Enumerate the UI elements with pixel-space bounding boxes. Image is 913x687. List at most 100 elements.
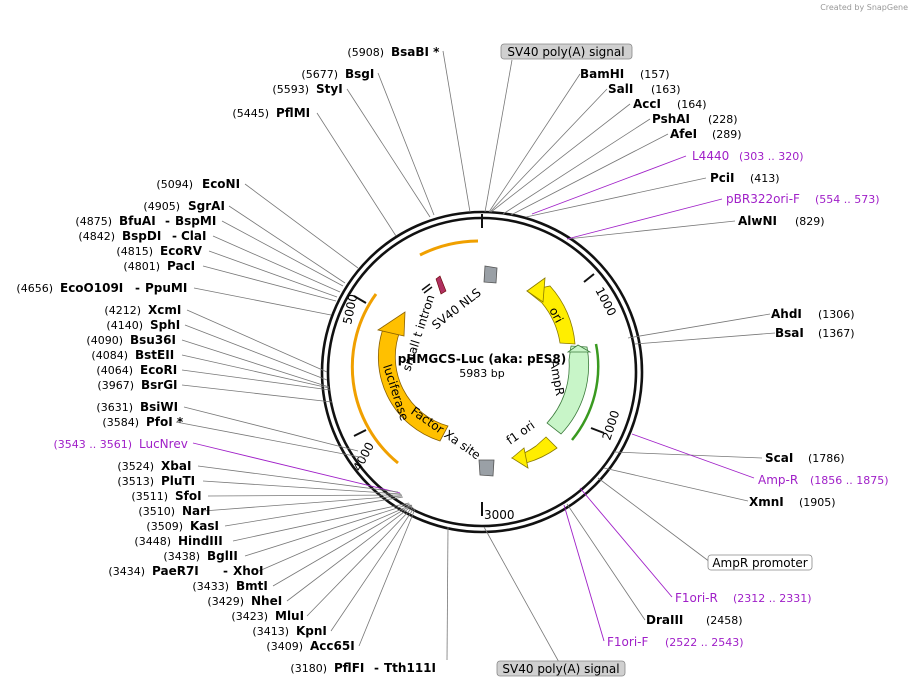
svg-text:(3413): (3413) bbox=[252, 625, 289, 638]
site-sfoi[interactable]: (3511)SfoI bbox=[131, 489, 201, 503]
polyA-bottom-feature[interactable] bbox=[478, 459, 495, 477]
svg-text:EcoRV: EcoRV bbox=[160, 244, 203, 258]
svg-text:(228): (228) bbox=[708, 113, 738, 126]
site-bglii[interactable]: (3438)BglII bbox=[163, 549, 237, 563]
site-xmni[interactable]: XmnI(1905) bbox=[749, 495, 836, 509]
site-paer7i-xhoi[interactable]: (3434)PaeR7I-XhoI bbox=[108, 564, 263, 578]
svg-text:HindIII: HindIII bbox=[178, 534, 223, 548]
polyA-bottom-box[interactable] bbox=[496, 660, 626, 677]
ampr-promoter-box[interactable] bbox=[707, 554, 813, 571]
site-ecoo109i-ppumi[interactable]: (4656)EcoO109I-PpuMI bbox=[16, 281, 187, 295]
site-sali[interactable]: SalI(163) bbox=[608, 82, 681, 96]
site-pshai[interactable]: PshAI(228) bbox=[652, 112, 738, 126]
svg-text:KpnI: KpnI bbox=[296, 624, 327, 638]
ampr-promoter-feature[interactable] bbox=[571, 343, 600, 441]
site-xbai[interactable]: (3524)XbaI bbox=[117, 459, 191, 473]
svg-text:(3584): (3584) bbox=[102, 416, 139, 429]
svg-text:(1786): (1786) bbox=[808, 452, 845, 465]
svg-text:PacI: PacI bbox=[167, 259, 195, 273]
ruler-3000: 3000 bbox=[484, 508, 515, 522]
site-bsu36i[interactable]: (4090)Bsu36I bbox=[86, 333, 176, 347]
svg-text:(5593): (5593) bbox=[272, 83, 309, 96]
intron-marker[interactable] bbox=[421, 283, 433, 294]
svg-text:(4842): (4842) bbox=[78, 230, 115, 243]
primer-l4440[interactable]: L4440(303 .. 320) bbox=[692, 149, 804, 163]
site-draiii[interactable]: DraIII(2458) bbox=[646, 613, 743, 627]
top-outer-arc[interactable] bbox=[419, 239, 479, 257]
site-pcii[interactable]: PciI(413) bbox=[710, 171, 780, 185]
primer-lucnrev[interactable]: (3543 .. 3561)LucNrev bbox=[53, 437, 187, 451]
svg-text:BspDI: BspDI bbox=[122, 229, 161, 243]
svg-text:EcoRI: EcoRI bbox=[140, 363, 177, 377]
site-bspdi-clai[interactable]: (4842)BspDI-ClaI bbox=[78, 229, 206, 243]
svg-text:-: - bbox=[135, 281, 140, 295]
site-bsteii[interactable]: (4084)BstEII bbox=[91, 348, 174, 362]
site-nhei[interactable]: (3429)NheI bbox=[207, 594, 282, 608]
site-ecorv[interactable]: (4815)EcoRV bbox=[116, 244, 202, 258]
primer-f1ori-r[interactable]: F1ori-R(2312 .. 2331) bbox=[675, 591, 812, 605]
svg-text:XcmI: XcmI bbox=[148, 303, 181, 317]
svg-text:(3510): (3510) bbox=[138, 505, 175, 518]
polyA-top-box[interactable] bbox=[500, 43, 633, 60]
polyA-bottom-label: SV40 poly(A) signal bbox=[502, 662, 619, 676]
site-bmti[interactable]: (3433)BmtI bbox=[192, 579, 267, 593]
site-styi[interactable]: (5593)StyI bbox=[272, 82, 342, 96]
backbone-outer bbox=[320, 210, 644, 534]
svg-text:(829): (829) bbox=[795, 215, 825, 228]
site-pfoi[interactable]: (3584)PfoI * bbox=[102, 415, 183, 429]
site-alwni[interactable]: AlwNI(829) bbox=[738, 214, 825, 228]
luc-outer-arc[interactable] bbox=[350, 293, 399, 465]
svg-text:(4140): (4140) bbox=[106, 319, 143, 332]
site-bsabi[interactable]: (5908)BsaBI * bbox=[347, 45, 440, 59]
ruler-5000: 5000 bbox=[340, 293, 360, 326]
site-afei[interactable]: AfeI(289) bbox=[670, 127, 742, 141]
site-paci[interactable]: (4801)PacI bbox=[123, 259, 195, 273]
site-scai[interactable]: ScaI(1786) bbox=[765, 451, 845, 465]
svg-text:KasI: KasI bbox=[190, 519, 219, 533]
site-nari[interactable]: (3510)NarI bbox=[138, 504, 210, 518]
site-bsai[interactable]: BsaI(1367) bbox=[775, 326, 855, 340]
svg-text:(554 .. 573): (554 .. 573) bbox=[815, 193, 880, 206]
site-ahdi[interactable]: AhdI(1306) bbox=[771, 307, 855, 321]
site-pluti[interactable]: (3513)PluTI bbox=[117, 474, 195, 488]
site-bsrgi[interactable]: (3967)BsrGI bbox=[97, 378, 177, 392]
site-sphi[interactable]: (4140)SphI bbox=[106, 318, 180, 332]
site-acc65i[interactable]: (3409)Acc65I bbox=[266, 639, 354, 653]
ori-feature[interactable] bbox=[526, 285, 576, 345]
site-pflmi[interactable]: (5445)PflMI bbox=[232, 106, 310, 120]
site-xcmi[interactable]: (4212)XcmI bbox=[104, 303, 181, 317]
svg-text:(303 .. 320): (303 .. 320) bbox=[739, 150, 804, 163]
svg-text:(4656): (4656) bbox=[16, 282, 53, 295]
primer-amp-r[interactable]: Amp-R(1856 .. 1875) bbox=[758, 473, 889, 487]
ampr-feature[interactable] bbox=[546, 345, 590, 435]
site-ecori[interactable]: (4064)EcoRI bbox=[96, 363, 177, 377]
site-sgrai[interactable]: (4905)SgrAI bbox=[143, 199, 224, 213]
primer-pbr322ori-f[interactable]: pBR322ori-F(554 .. 573) bbox=[726, 192, 880, 206]
snapgene-watermark: Created by SnapGene bbox=[820, 3, 908, 12]
ampr-label: AmpR bbox=[547, 359, 567, 397]
svg-text:(4875): (4875) bbox=[75, 215, 112, 228]
site-bamhi[interactable]: BamHI(157) bbox=[580, 67, 670, 81]
polyA-top-feature[interactable] bbox=[483, 265, 498, 284]
svg-text:(289): (289) bbox=[712, 128, 742, 141]
site-econi[interactable]: (5094)EcoNI bbox=[156, 177, 240, 191]
svg-text:BglII: BglII bbox=[207, 549, 238, 563]
site-kasi[interactable]: (3509)KasI bbox=[146, 519, 219, 533]
site-pflfi-tth111i[interactable]: (3180)PflFI-Tth111I bbox=[290, 661, 436, 675]
polyA-top-label: SV40 poly(A) signal bbox=[507, 45, 624, 59]
nls-marker[interactable] bbox=[435, 275, 447, 295]
svg-text:BspMI: BspMI bbox=[175, 214, 216, 228]
site-mlui[interactable]: (3423)MluI bbox=[231, 609, 304, 623]
site-hindiii[interactable]: (3448)HindIII bbox=[134, 534, 222, 548]
svg-text:(4090): (4090) bbox=[86, 334, 123, 347]
site-bsiwi[interactable]: (3631)BsiWI bbox=[96, 400, 178, 414]
svg-text:PaeR7I: PaeR7I bbox=[152, 564, 199, 578]
primer-f1ori-f[interactable]: F1ori-F(2522 .. 2543) bbox=[607, 635, 744, 649]
site-acci[interactable]: AccI(164) bbox=[633, 97, 707, 111]
svg-text:BfuAI: BfuAI bbox=[119, 214, 156, 228]
site-bsgi[interactable]: (5677)BsgI bbox=[301, 67, 374, 81]
nls-label: SV40 NLS bbox=[429, 285, 483, 332]
site-kpni[interactable]: (3413) KpnI bbox=[252, 624, 326, 638]
site-bfuai-bspmi[interactable]: (4875)BfuAI-BspMI bbox=[75, 214, 216, 228]
